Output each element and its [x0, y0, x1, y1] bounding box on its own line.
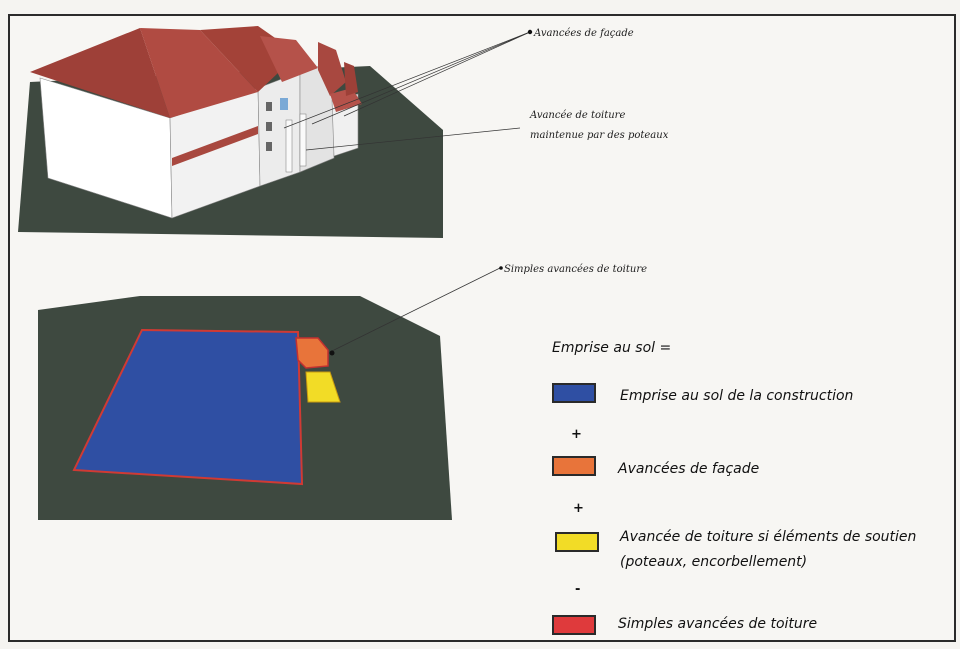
leader-facade-1: [283, 31, 531, 129]
leader-facade-3: [343, 31, 531, 117]
callout-roof-posts-line2: maintenue par des poteaux: [530, 130, 669, 141]
swatch-footprint: [552, 383, 596, 403]
supported-roof-area: [305, 371, 341, 403]
swatch-supported-roof: [555, 532, 599, 552]
leader-dot: [527, 29, 533, 35]
legend-label-simple-roof: Simples avancées de toiture: [618, 616, 818, 632]
legend-label-footprint: Emprise au sol de la construction: [620, 388, 854, 404]
legend-label-facade: Avancées de façade: [618, 461, 760, 477]
swatch-simple-roof: [552, 615, 596, 635]
annex-roof-2: [318, 42, 346, 96]
operator-minus: -: [575, 582, 581, 597]
legend-label-supported-roof-1: Avancée de toiture si éléments de soutie…: [620, 529, 917, 545]
leader-dot: [499, 266, 503, 270]
window: [266, 122, 272, 131]
legend-title: Emprise au sol =: [552, 340, 672, 356]
leader-simple-roof: [329, 267, 501, 353]
window: [266, 102, 272, 111]
main-roof-left: [30, 28, 170, 118]
leader-roof-posts: [305, 127, 521, 151]
post-left: [285, 119, 293, 173]
callout-roof-posts-line1: Avancée de toiture: [530, 110, 626, 121]
house-3d-view: [18, 26, 443, 238]
annex-wall: [257, 71, 301, 187]
footprint-construction: [72, 328, 304, 486]
post-right: [299, 113, 307, 167]
main-roof-front: [140, 28, 258, 118]
legend-label-supported-roof-2: (poteaux, encorbellement): [620, 554, 808, 570]
operator-plus: +: [573, 501, 584, 516]
leader-facade-2: [311, 31, 531, 125]
leader-dot: [329, 350, 335, 356]
callout-simple-roof: Simples avancées de toiture: [504, 264, 648, 275]
callout-facade: Avancées de façade: [534, 28, 634, 39]
window: [280, 98, 288, 110]
annex-roof-4: [344, 62, 358, 96]
facade-band: [172, 126, 258, 166]
leader-lines: [283, 31, 531, 353]
operator-plus: +: [571, 427, 582, 442]
swatch-facade: [552, 456, 596, 476]
plan-view: [38, 296, 452, 520]
facade-overhang-area: [295, 337, 329, 369]
annex-roof: [260, 36, 318, 82]
window: [266, 142, 272, 151]
